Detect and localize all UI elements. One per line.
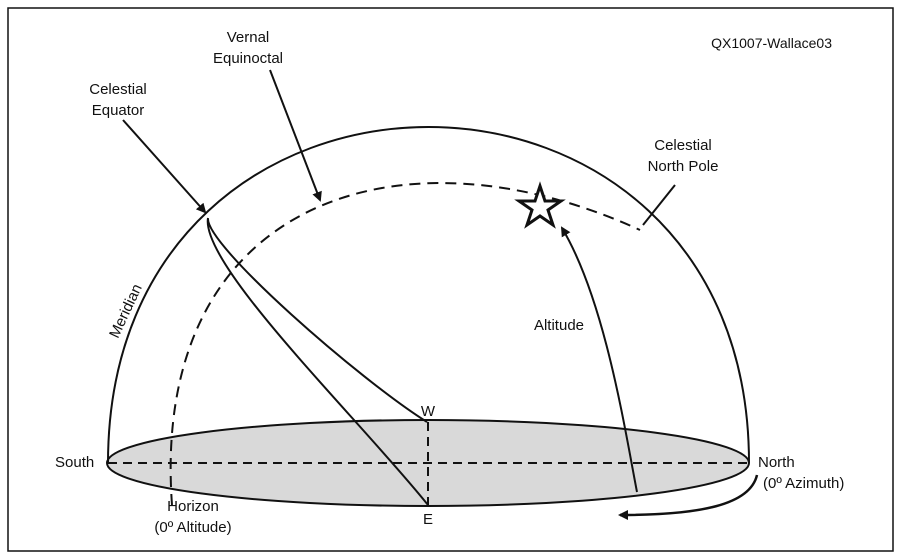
celestial-equator-label-line1: Celestial (89, 81, 147, 98)
west-label: W (421, 403, 436, 420)
celestial-dome (107, 126, 750, 464)
figure-frame (7, 7, 894, 552)
east-label: E (423, 511, 433, 528)
azimuth-arrow[interactable] (618, 474, 759, 520)
altitude-label: Altitude (534, 317, 584, 334)
meridian-label: Meridian (106, 281, 146, 340)
vernal-label-line2: Equinoctal (213, 50, 283, 67)
figure-id-label: QX1007-Wallace03 (711, 35, 832, 51)
south-label: South (55, 454, 94, 471)
star-icon[interactable] (514, 181, 566, 229)
vernal-pointer-arrow (269, 69, 322, 202)
vernal-label-line1: Vernal (227, 29, 270, 46)
altitude-arc[interactable] (560, 226, 638, 493)
celestial-north-pole-label-line2: North Pole (648, 158, 719, 175)
equator-pointer-arrow (122, 119, 207, 214)
north-pole-pointer (642, 184, 676, 226)
north-label: North (758, 454, 795, 471)
horizon-label-line1: Horizon (167, 498, 219, 515)
horizon-label-line2: (0º Altitude) (154, 519, 231, 536)
celestial-north-pole-label-line1: Celestial (654, 137, 712, 154)
celestial-equator-band (206, 217, 429, 506)
celestial-equator-label-line2: Equator (92, 102, 145, 119)
north-azimuth-label: (0º Azimuth) (763, 475, 844, 492)
